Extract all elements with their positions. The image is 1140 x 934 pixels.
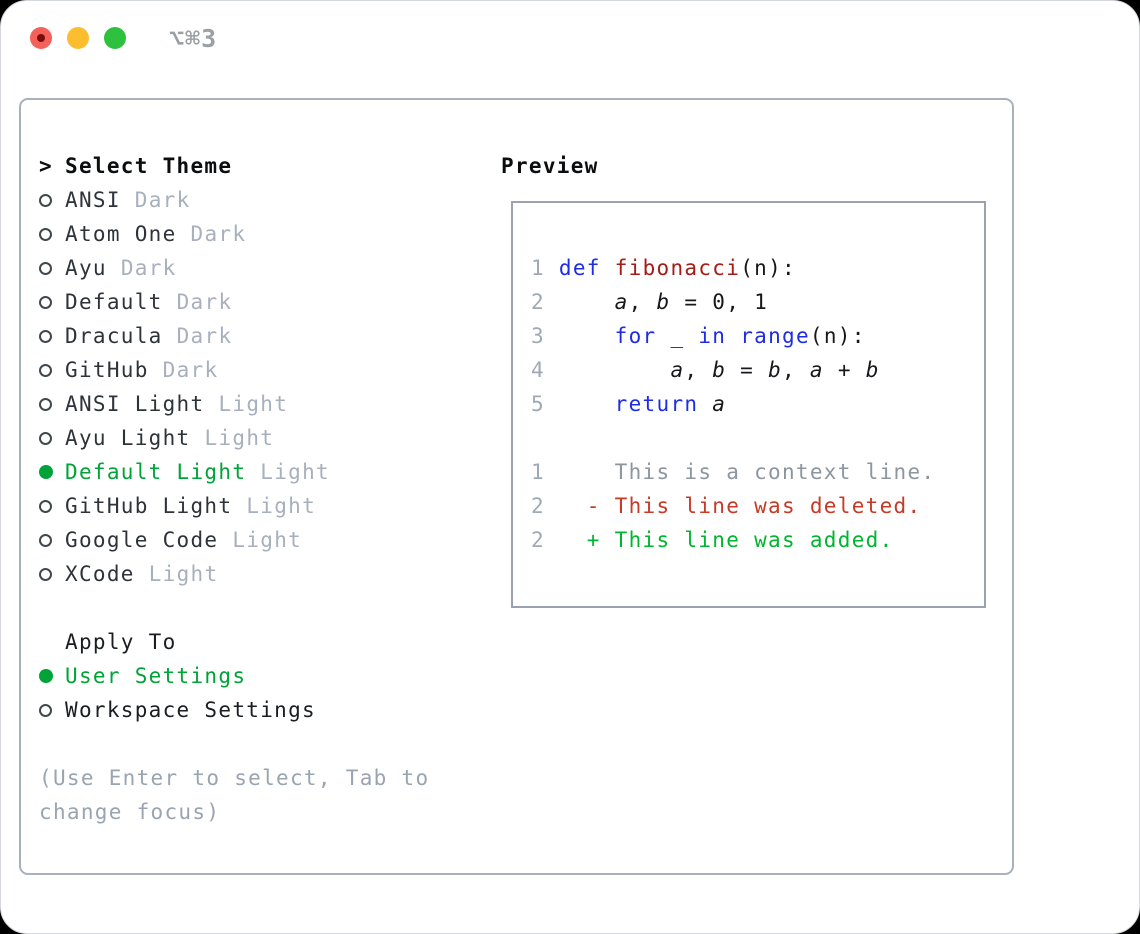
radio-unselected-icon <box>39 703 65 717</box>
theme-item-github-light[interactable]: GitHub Light Light <box>39 489 463 523</box>
option-label: Ayu <box>65 256 107 280</box>
code-line <box>531 421 984 455</box>
theme-variant-tag: Dark <box>176 324 233 348</box>
option-label: ANSI Light <box>65 392 205 416</box>
theme-item-xcode[interactable]: XCode Light <box>39 557 463 591</box>
theme-variant-tag: Light <box>260 460 330 484</box>
line-number: 2 <box>531 290 559 314</box>
minimize-button[interactable] <box>67 27 89 49</box>
option-label: User Settings <box>65 664 247 688</box>
theme-variant-tag: Light <box>148 562 219 586</box>
theme-item-default[interactable]: Default Dark <box>39 285 463 319</box>
radio-unselected-icon <box>39 329 65 343</box>
radio-unselected-icon <box>39 363 65 377</box>
radio-unselected-icon <box>39 227 65 241</box>
theme-variant-tag: Dark <box>176 290 233 314</box>
zoom-button[interactable] <box>104 27 126 49</box>
code-line: 2 a, b = 0, 1 <box>531 290 769 314</box>
radio-unselected-icon <box>39 193 65 207</box>
theme-variant-tag: Dark <box>190 222 247 246</box>
apply-option-workspace-settings[interactable]: Workspace Settings <box>39 693 463 727</box>
theme-item-google-code[interactable]: Google Code Light <box>39 523 463 557</box>
apply-to-header-row: Apply To <box>39 625 463 659</box>
code-line: 1 This is a context line. <box>531 460 936 484</box>
help-text: (Use Enter to select, Tab to change focu… <box>39 766 430 824</box>
preview-box: 1 def fibonacci(n): 2 a, b = 0, 1 3 for _ … <box>511 201 986 608</box>
radio-unselected-icon <box>39 295 65 309</box>
theme-variant-tag: Dark <box>162 358 219 382</box>
select-theme-header: Select Theme <box>65 154 233 178</box>
line-number: 1 <box>531 256 559 280</box>
line-number: 1 <box>531 460 559 484</box>
radio-unselected-icon <box>39 533 65 547</box>
theme-item-ayu-light[interactable]: Ayu Light Light <box>39 421 463 455</box>
window-controls <box>30 27 126 49</box>
line-number: 4 <box>531 358 559 382</box>
theme-item-ayu[interactable]: Ayu Dark <box>39 251 463 285</box>
option-label: Default <box>65 290 163 314</box>
option-label: Workspace Settings <box>65 698 316 722</box>
theme-item-ansi[interactable]: ANSI Dark <box>39 183 463 217</box>
radio-unselected-icon <box>39 261 65 275</box>
option-label: GitHub <box>65 358 149 382</box>
theme-variant-tag: Light <box>218 392 289 416</box>
theme-item-ansi-light[interactable]: ANSI Light Light <box>39 387 463 421</box>
theme-variant-tag: Light <box>232 528 303 552</box>
option-label: Atom One <box>65 222 177 246</box>
option-label: Dracula <box>65 324 163 348</box>
code-line: 2 - This line was deleted. <box>531 494 922 518</box>
code-line: 3 for _ in range(n): <box>531 324 866 348</box>
theme-variant-tag: Dark <box>120 256 177 280</box>
radio-unselected-icon <box>39 397 65 411</box>
option-label: GitHub Light <box>65 494 233 518</box>
theme-item-atom-one[interactable]: Atom One Dark <box>39 217 463 251</box>
line-number: 2 <box>531 528 559 552</box>
option-label: Default Light <box>65 460 247 484</box>
window-title: ⌥⌘3 <box>169 24 218 53</box>
code-line: 5 return a <box>531 392 727 416</box>
radio-unselected-icon <box>39 499 65 513</box>
theme-item-dracula[interactable]: Dracula Dark <box>39 319 463 353</box>
code-line: 1 def fibonacci(n): <box>531 256 796 280</box>
option-label: Google Code <box>65 528 219 552</box>
radio-unselected-icon <box>39 431 65 445</box>
select-theme-header-row: > Select Theme <box>39 149 463 183</box>
line-number: 3 <box>531 324 559 348</box>
apply-option-user-settings[interactable]: User Settings <box>39 659 463 693</box>
focus-pointer-icon: > <box>39 154 53 178</box>
preview-header: Preview <box>501 154 599 178</box>
radio-selected-icon <box>39 669 65 683</box>
theme-variant-tag: Light <box>204 426 275 450</box>
theme-variant-tag: Light <box>246 494 317 518</box>
line-number: 2 <box>531 494 559 518</box>
line-number: 5 <box>531 392 559 416</box>
theme-item-default-light[interactable]: Default Light Light <box>39 455 463 489</box>
close-button[interactable] <box>30 27 52 49</box>
option-label: ANSI <box>65 188 121 212</box>
theme-item-github[interactable]: GitHub Dark <box>39 353 463 387</box>
apply-to-header: Apply To <box>65 630 177 654</box>
code-line: 4 a, b = b, a + b <box>531 358 880 382</box>
radio-unselected-icon <box>39 567 65 581</box>
code-line: 2 + This line was added. <box>531 528 894 552</box>
theme-variant-tag: Dark <box>134 188 191 212</box>
option-label: XCode <box>65 562 135 586</box>
code-preview: 1 def fibonacci(n): 2 a, b = 0, 1 3 for _ … <box>513 203 984 557</box>
radio-selected-icon <box>39 465 65 479</box>
option-label: Ayu Light <box>65 426 191 450</box>
